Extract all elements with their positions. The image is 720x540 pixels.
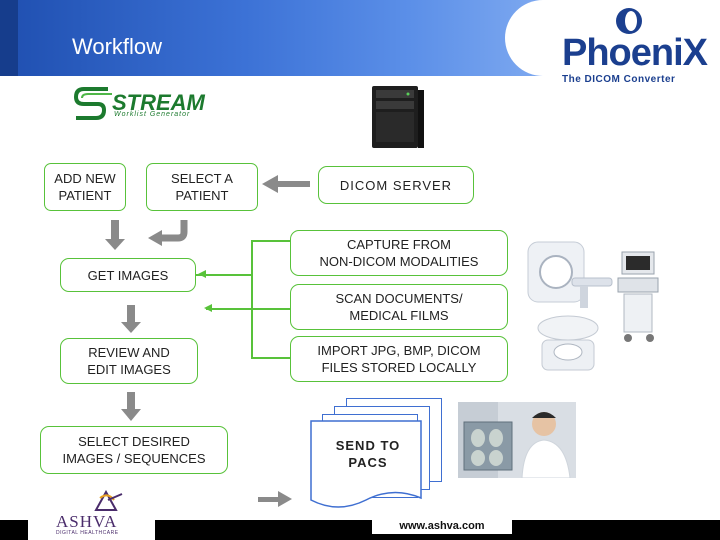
website-link[interactable]: www.ashva.com <box>372 518 512 534</box>
select-desired-box: SELECT DESIRED IMAGES / SEQUENCES <box>40 426 228 474</box>
connector-line <box>251 357 291 359</box>
scan-box: SCAN DOCUMENTS/ MEDICAL FILMS <box>290 284 508 330</box>
phoenix-mark-icon <box>616 8 642 34</box>
arrow-curve-icon <box>148 220 188 246</box>
arrow-left-icon <box>262 175 310 193</box>
doctor-xray-photo-icon <box>458 402 576 478</box>
phoenix-name: PhoeniX <box>562 32 708 74</box>
ultrasound-icon <box>617 251 659 342</box>
mri-icon <box>537 315 599 371</box>
stream-swoosh-icon <box>74 87 112 120</box>
review-edit-box: REVIEW AND EDIT IMAGES <box>60 338 198 384</box>
connector-line <box>196 274 252 276</box>
stream-name: STREAM <box>112 90 205 115</box>
footer-left-bar <box>0 520 28 540</box>
connector-line <box>251 240 291 242</box>
arrow-down-icon <box>121 392 141 421</box>
send-pacs-label: SEND TO PACS <box>335 438 401 470</box>
phoenix-tagline: The DICOM Converter <box>562 74 676 85</box>
header-left-strip <box>0 0 18 76</box>
connector-line <box>251 240 253 358</box>
dicom-server-box: DICOM SERVER <box>318 166 474 204</box>
import-box: IMPORT JPG, BMP, DICOM FILES STORED LOCA… <box>290 336 508 382</box>
server-icon <box>372 86 424 148</box>
stream-sub: Worklist Generator <box>114 111 191 118</box>
ashva-sub: DIGITAL HEALTHCARE <box>56 530 119 536</box>
add-patient-box: ADD NEW PATIENT <box>44 163 126 211</box>
phoenix-logo: PhoeniX The DICOM Converter <box>556 4 716 86</box>
arrowhead-icon <box>198 270 212 312</box>
arrow-down-icon <box>121 305 141 333</box>
connector-line <box>206 308 291 310</box>
arrow-down-icon <box>105 220 125 250</box>
stream-logo: STREAM Worklist Generator <box>74 86 205 122</box>
document-front-icon <box>310 420 422 508</box>
capture-box: CAPTURE FROM NON-DICOM MODALITIES <box>290 230 508 276</box>
select-patient-box: SELECT A PATIENT <box>146 163 258 211</box>
ct-scanner-icon <box>527 241 613 308</box>
ashva-horse-icon <box>94 490 123 511</box>
header-curve <box>505 0 585 76</box>
header-band <box>0 0 545 76</box>
get-images-box: GET IMAGES <box>60 258 196 292</box>
page-title: Workflow <box>72 34 163 59</box>
ashva-logo: ASHVA DIGITAL HEALTHCARE <box>50 490 150 540</box>
arrow-right-icon <box>258 491 292 507</box>
ashva-name: ASHVA <box>56 512 118 531</box>
